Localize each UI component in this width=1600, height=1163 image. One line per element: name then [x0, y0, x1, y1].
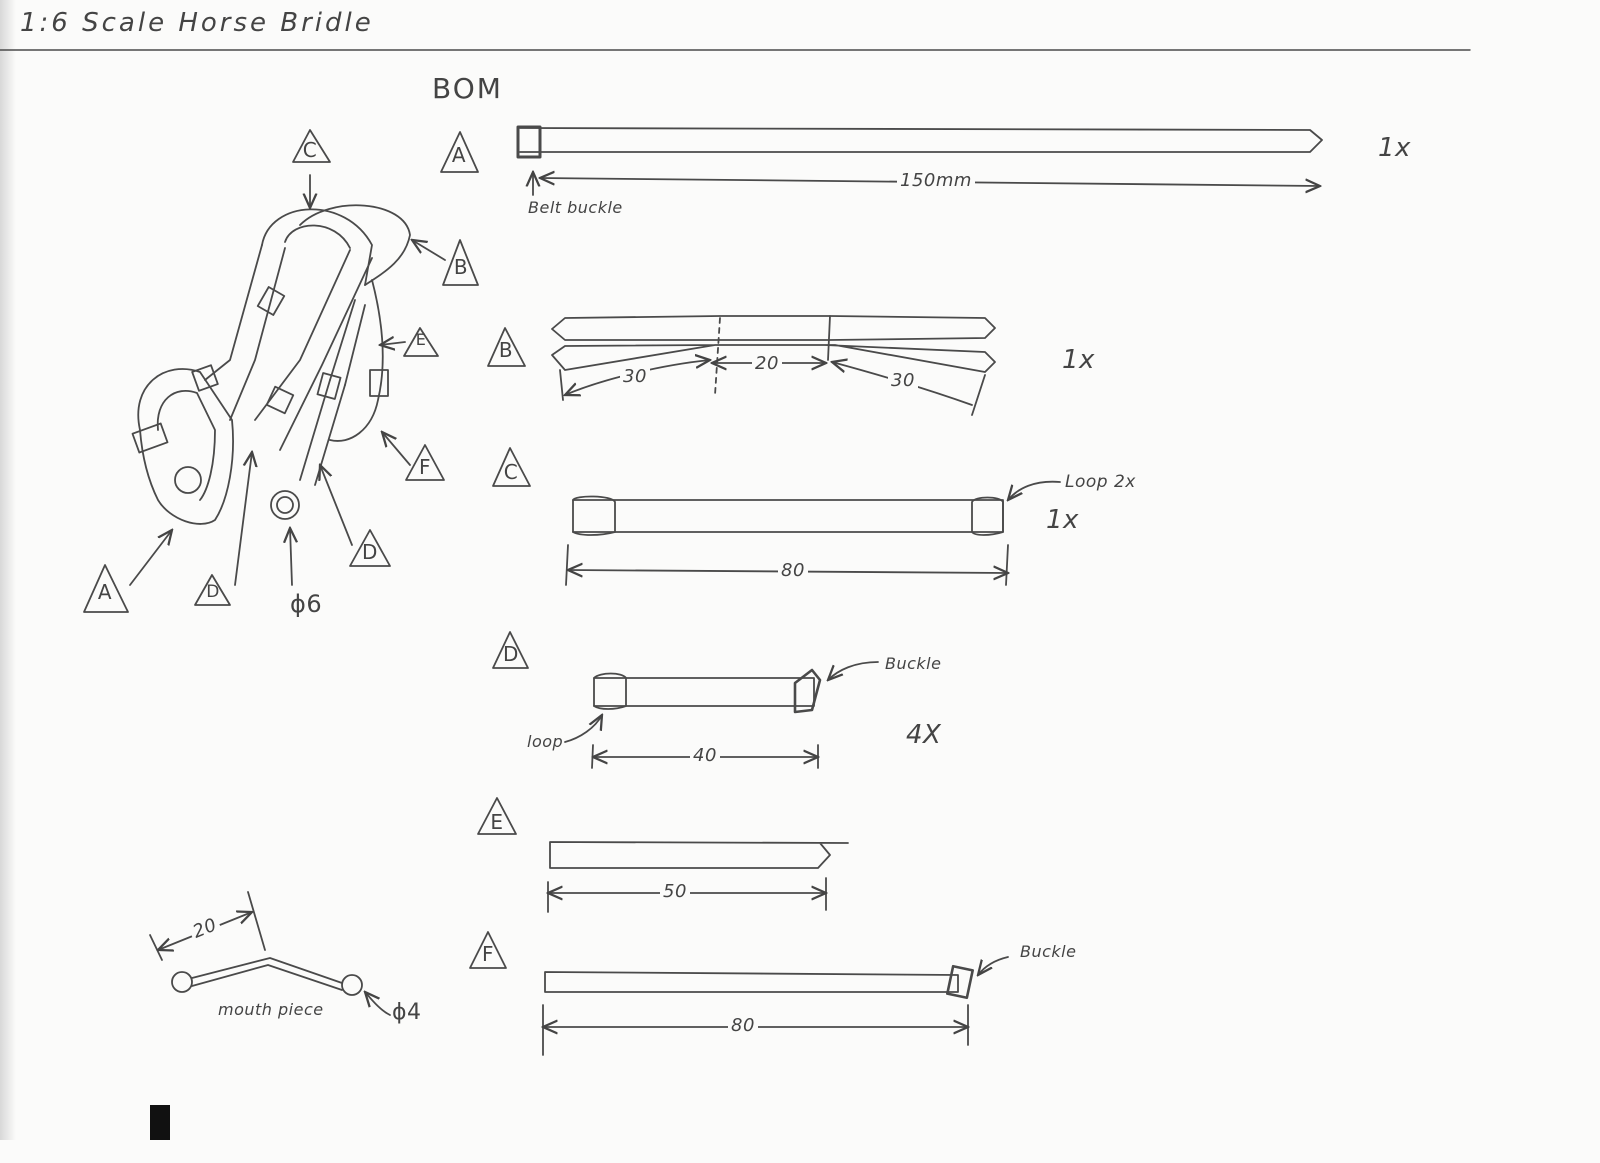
part-b-dimension-right: 30 — [888, 370, 918, 391]
part-f-dimension: 80 — [728, 1015, 758, 1036]
part-e-strap — [548, 841, 849, 913]
tri-label-a-assembly — [83, 564, 129, 613]
assembly-label-b: B — [453, 255, 469, 279]
assembly-label-f: F — [418, 455, 431, 479]
part-c-dimension: 80 — [778, 560, 808, 581]
part-f-triangle — [469, 931, 507, 969]
bom-heading: BOM — [432, 72, 503, 105]
part-c-note: Loop 2x — [1065, 472, 1136, 492]
part-e-label: E — [490, 810, 504, 834]
part-c-triangle — [492, 447, 531, 487]
tri-label-c-assembly — [292, 129, 331, 163]
throat-latch — [329, 279, 384, 442]
part-e-triangle — [477, 797, 517, 835]
part-a-dimension: 150mm — [897, 170, 975, 191]
mouthpiece-sketch — [149, 891, 391, 1016]
black-tab-mark — [150, 1105, 170, 1140]
left-bit-ring — [174, 466, 202, 494]
drawing-sheet — [0, 49, 1471, 1056]
part-d-dimension: 40 — [690, 745, 720, 766]
part-b-dimension-left: 30 — [620, 366, 650, 387]
part-a-label: A — [451, 143, 467, 167]
assembly-label-c: C — [302, 138, 318, 162]
part-d-loop-note: loop — [527, 732, 564, 751]
part-f-strap — [543, 956, 1009, 1056]
part-b-strap — [551, 315, 996, 416]
part-b-label: B — [498, 338, 514, 362]
part-c-label: C — [503, 460, 519, 484]
right-bit-ring — [270, 490, 300, 520]
tri-label-e-assembly — [403, 327, 439, 357]
assembly-label-a: A — [97, 580, 113, 604]
part-b-quantity: 1x — [1062, 345, 1095, 375]
assembly-label-e: E — [415, 330, 427, 349]
mouthpiece-ring-diameter: ϕ4 — [392, 1000, 422, 1025]
part-f-label: F — [481, 942, 494, 966]
part-e-dimension: 50 — [660, 881, 690, 902]
page-title: 1:6 Scale Horse Bridle — [20, 8, 374, 38]
part-b-triangle — [487, 327, 526, 367]
part-d-quantity: 4X — [906, 720, 942, 750]
assembly-ring-diameter: ϕ6 — [290, 590, 323, 618]
part-a-quantity: 1x — [1378, 133, 1411, 163]
part-d-buckle-note: Buckle — [885, 654, 942, 673]
part-d-strap — [564, 661, 879, 769]
mouthpiece-label: mouth piece — [218, 1000, 324, 1019]
part-c-quantity: 1x — [1046, 505, 1079, 535]
tri-label-b-assembly — [442, 239, 479, 286]
cheek-strap — [204, 244, 286, 421]
assembly-label-d-left: D — [206, 582, 220, 602]
assembly-label-d-right: D — [362, 540, 378, 564]
part-f-note: Buckle — [1020, 942, 1077, 961]
part-a-triangle — [440, 131, 479, 173]
browband — [299, 204, 411, 286]
part-b-dimension-middle: 20 — [752, 353, 782, 374]
tri-label-d-assembly-right — [349, 529, 391, 567]
tri-label-d-assembly-left — [194, 574, 231, 606]
noseband — [137, 368, 234, 525]
part-c-strap — [565, 480, 1061, 586]
part-d-triangle — [492, 631, 529, 669]
bridle-assembly-sketch — [129, 174, 446, 586]
tri-label-f-assembly — [405, 444, 445, 481]
page-edge-shadow — [0, 0, 16, 1140]
part-d-label: D — [503, 642, 519, 666]
part-a-note: Belt buckle — [528, 198, 623, 217]
